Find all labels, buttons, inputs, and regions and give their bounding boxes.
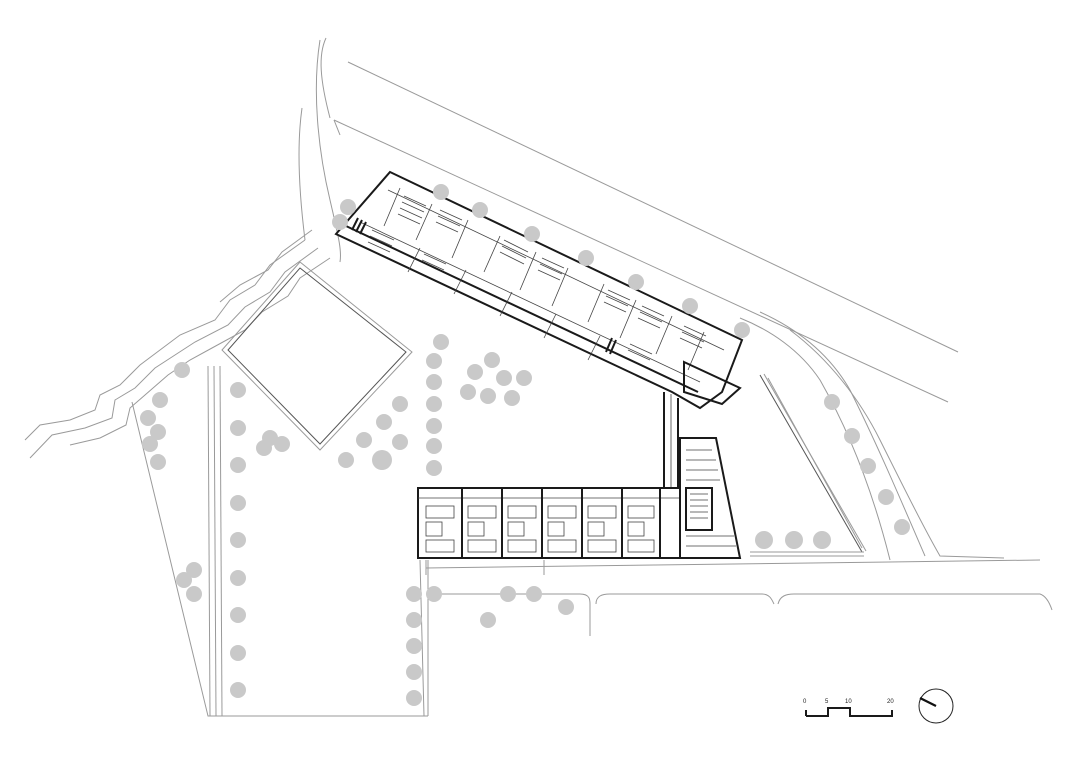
- tree: [524, 226, 540, 242]
- tree: [426, 586, 442, 602]
- tree: [894, 519, 910, 535]
- tree: [406, 612, 422, 628]
- tree: [426, 353, 442, 369]
- tree: [516, 370, 532, 386]
- tree: [460, 384, 476, 400]
- tree: [186, 562, 202, 578]
- tree: [406, 664, 422, 680]
- scale-tick-20: 20: [887, 699, 894, 705]
- tree: [332, 214, 348, 230]
- tree: [230, 495, 246, 511]
- tree: [484, 352, 500, 368]
- tree: [755, 531, 773, 549]
- tree: [186, 586, 202, 602]
- tree: [467, 364, 483, 380]
- tree: [152, 392, 168, 408]
- parking-area: [750, 373, 867, 557]
- tree: [406, 638, 422, 654]
- tree: [230, 532, 246, 548]
- tree: [860, 458, 876, 474]
- tree: [230, 607, 246, 623]
- tree: [472, 202, 488, 218]
- tree: [274, 436, 290, 452]
- tree: [230, 420, 246, 436]
- tree: [878, 489, 894, 505]
- tree: [433, 184, 449, 200]
- tree: [406, 690, 422, 706]
- tree: [230, 382, 246, 398]
- tree: [392, 434, 408, 450]
- tree: [230, 645, 246, 661]
- tree: [480, 388, 496, 404]
- tree: [372, 450, 392, 470]
- tree: [426, 460, 442, 476]
- tree: [480, 612, 496, 628]
- tree: [376, 414, 392, 430]
- tree: [256, 440, 272, 456]
- tree: [140, 410, 156, 426]
- tree: [504, 390, 520, 406]
- tree: [426, 374, 442, 390]
- tree: [682, 298, 698, 314]
- tree: [230, 457, 246, 473]
- scale-tick-10: 10: [845, 699, 852, 705]
- scale-tick-0: 0: [803, 699, 807, 705]
- tree: [230, 570, 246, 586]
- tree: [496, 370, 512, 386]
- trees: [140, 184, 910, 706]
- tree: [150, 424, 166, 440]
- tree: [824, 394, 840, 410]
- north-arrow-icon: [918, 688, 954, 724]
- tree: [406, 586, 422, 602]
- tree: [142, 436, 158, 452]
- tree: [433, 334, 449, 350]
- tree: [338, 452, 354, 468]
- dormitory-block: [417, 487, 681, 559]
- hall-block: [679, 437, 742, 559]
- tree: [628, 274, 644, 290]
- tree: [176, 572, 192, 588]
- tree: [426, 438, 442, 454]
- tree: [340, 199, 356, 215]
- scale-bar: 0 5 10 20: [803, 699, 894, 717]
- connector-corridor: [663, 392, 679, 488]
- scale-tick-5: 5: [825, 699, 829, 705]
- tree: [426, 396, 442, 412]
- tree: [150, 454, 166, 470]
- classroom-wing: [334, 170, 744, 410]
- tree: [426, 418, 442, 434]
- tree: [813, 531, 831, 549]
- tree: [356, 432, 372, 448]
- tree: [500, 586, 516, 602]
- tree: [558, 599, 574, 615]
- site-context: [24, 37, 1053, 717]
- tree: [578, 250, 594, 266]
- tree: [734, 322, 750, 338]
- tree: [785, 531, 803, 549]
- tree: [174, 362, 190, 378]
- tree: [526, 586, 542, 602]
- tree: [844, 428, 860, 444]
- tree: [392, 396, 408, 412]
- tree: [230, 682, 246, 698]
